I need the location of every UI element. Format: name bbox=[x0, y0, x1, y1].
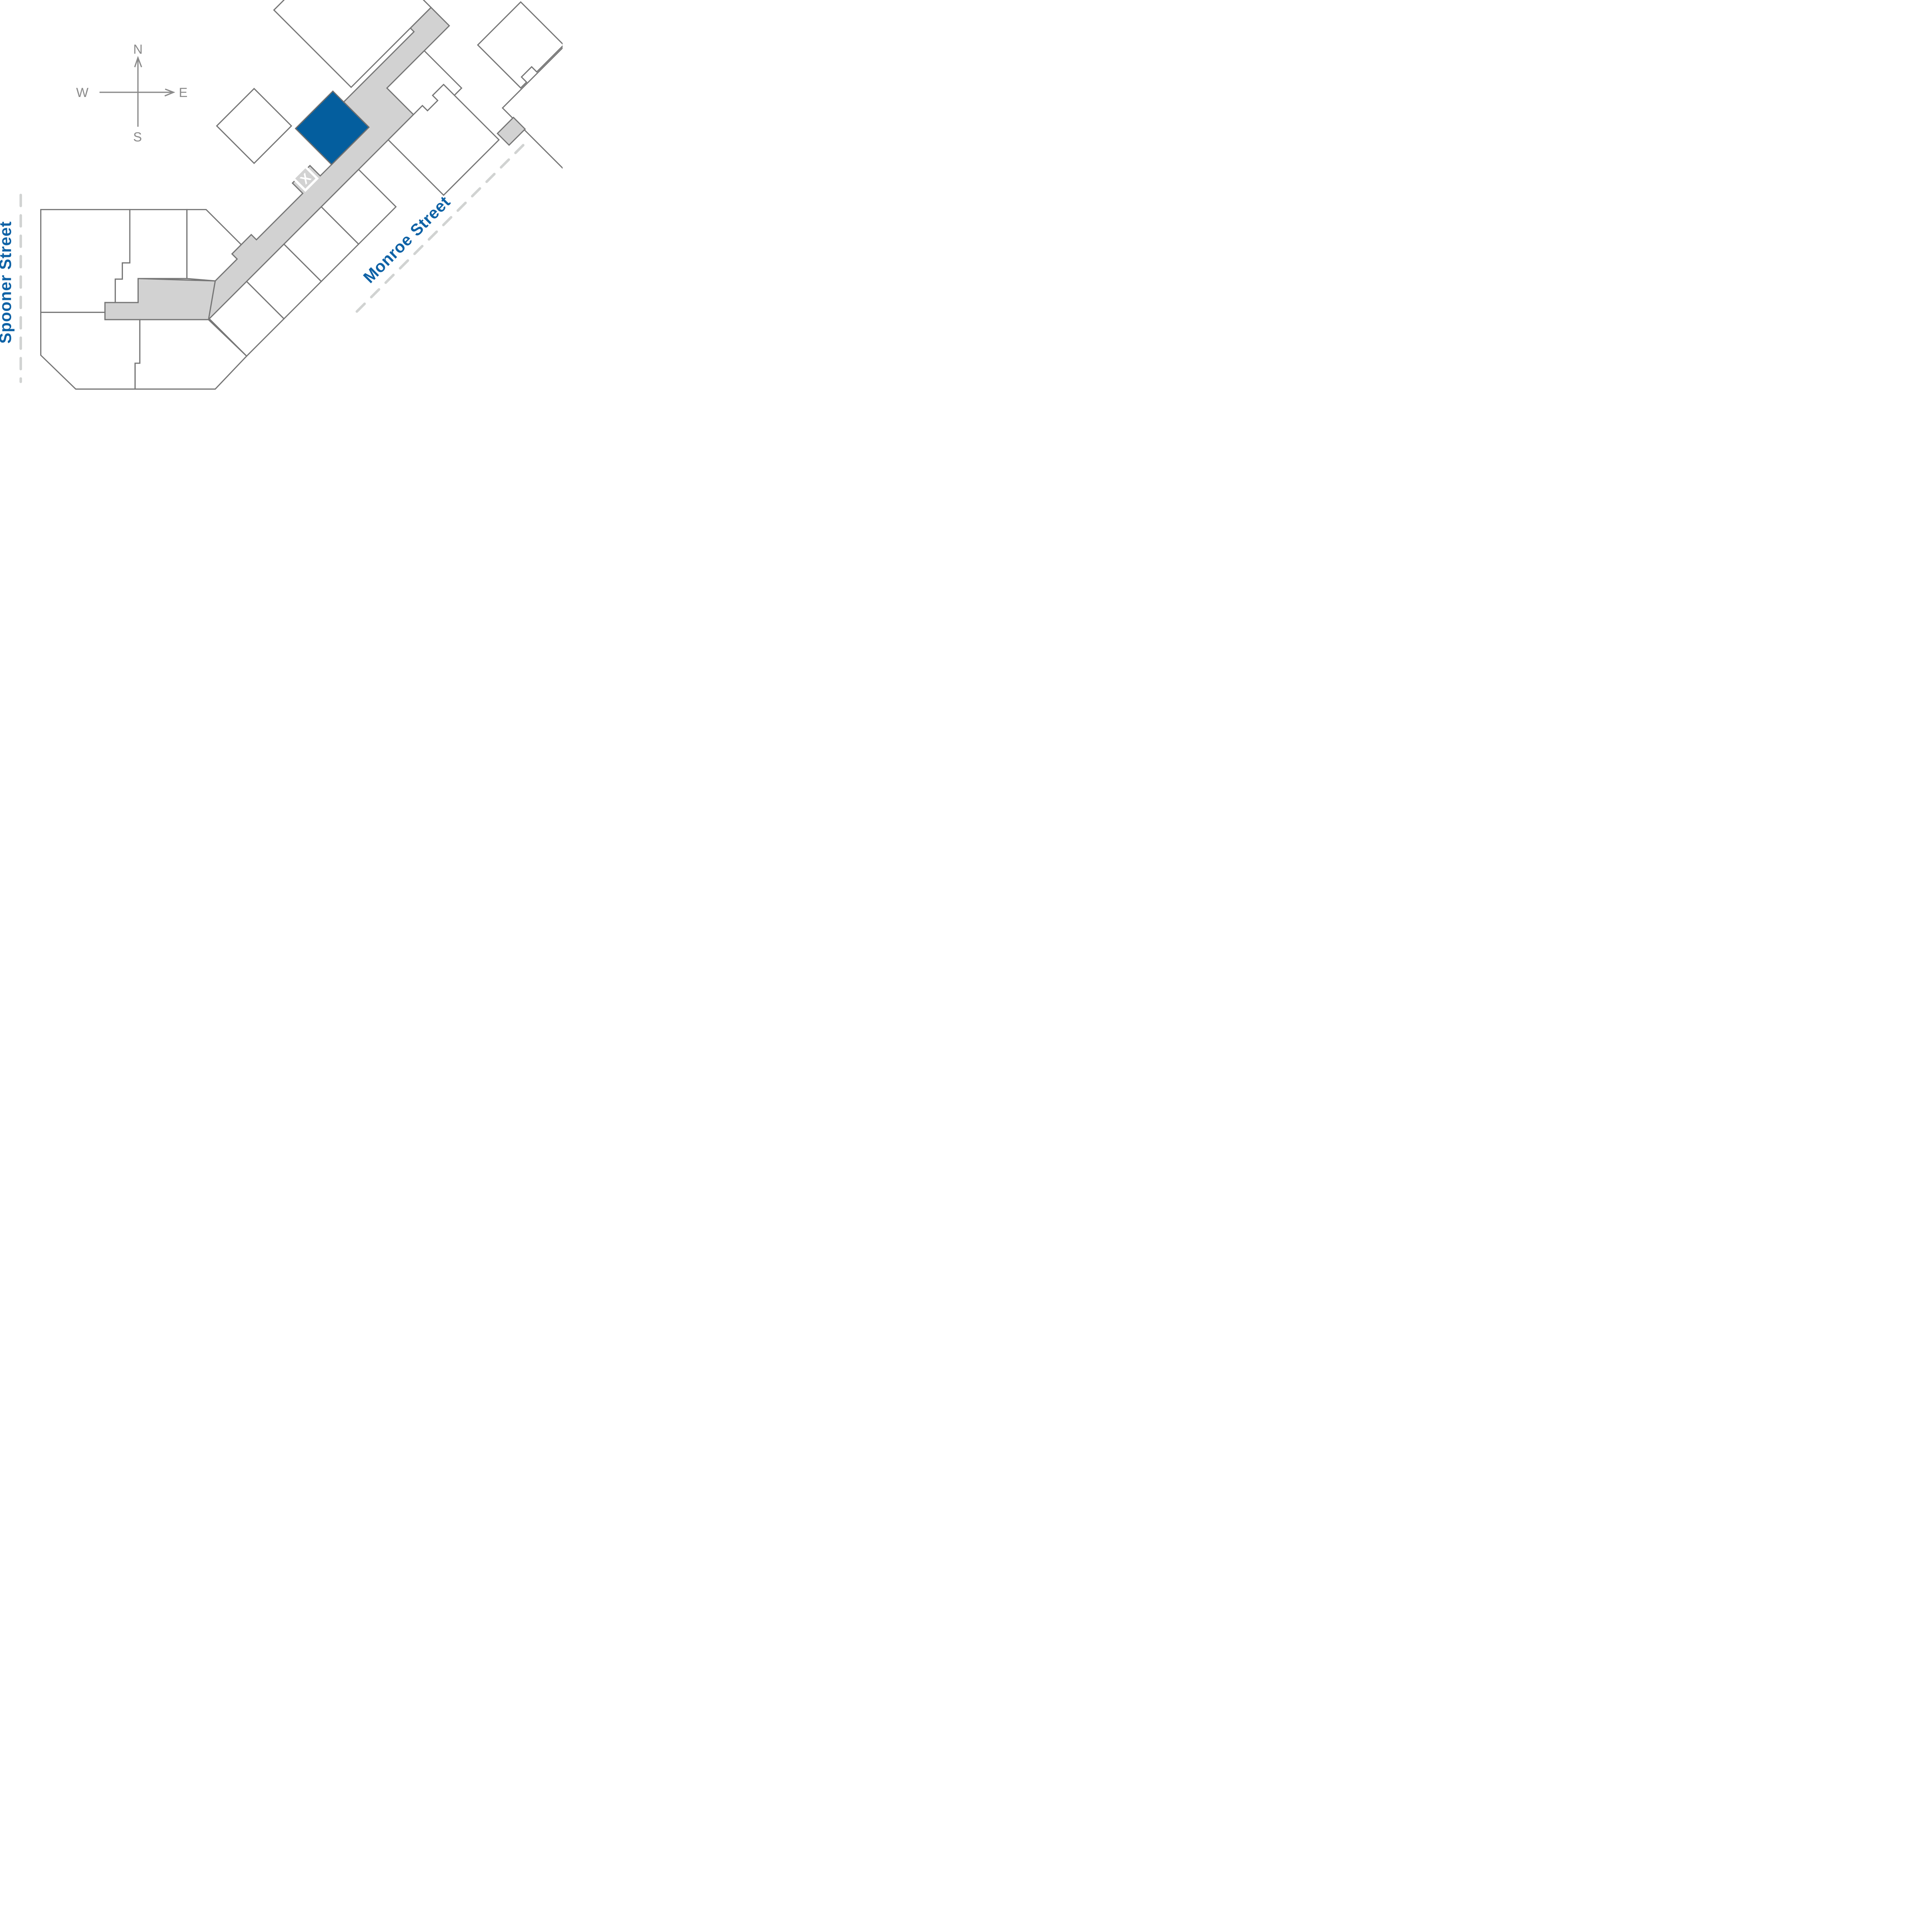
compass-east-label: E bbox=[179, 85, 188, 100]
building-d4 bbox=[502, 47, 563, 169]
building-d1 bbox=[273, 0, 432, 88]
east-arrow-icon bbox=[164, 88, 175, 97]
building-b1 bbox=[40, 311, 141, 390]
compass-rose: N S W E bbox=[76, 42, 187, 145]
x-marker-box bbox=[292, 165, 319, 192]
strip-buildings-top-right-cluster bbox=[477, 1, 563, 169]
walkway-seam-patch bbox=[140, 281, 213, 317]
spooner-street-label: Spooner Street bbox=[0, 221, 14, 344]
north-arrow-icon bbox=[134, 56, 142, 68]
compass-west-label: W bbox=[76, 85, 88, 100]
walkway-lower-wing bbox=[104, 278, 216, 320]
compass-north-label: N bbox=[133, 42, 143, 57]
site-plan-map: X Spooner Street Monroe Street N S W E bbox=[0, 0, 563, 390]
highlighted-building bbox=[294, 90, 370, 165]
compass-south-label: S bbox=[133, 130, 142, 145]
strip-buildings-lower-row bbox=[208, 83, 500, 357]
building-d2 bbox=[477, 1, 563, 89]
walkway-connector bbox=[497, 116, 526, 146]
building-a3 bbox=[186, 209, 242, 282]
building-b2 bbox=[134, 319, 248, 390]
monroe-street-dashed-line bbox=[355, 141, 528, 313]
lower-wing-buildings bbox=[40, 209, 248, 390]
building-d3 bbox=[387, 83, 500, 196]
x-location-marker: X bbox=[292, 165, 319, 192]
building-w1 bbox=[216, 88, 293, 164]
building-sq4 bbox=[320, 168, 397, 245]
